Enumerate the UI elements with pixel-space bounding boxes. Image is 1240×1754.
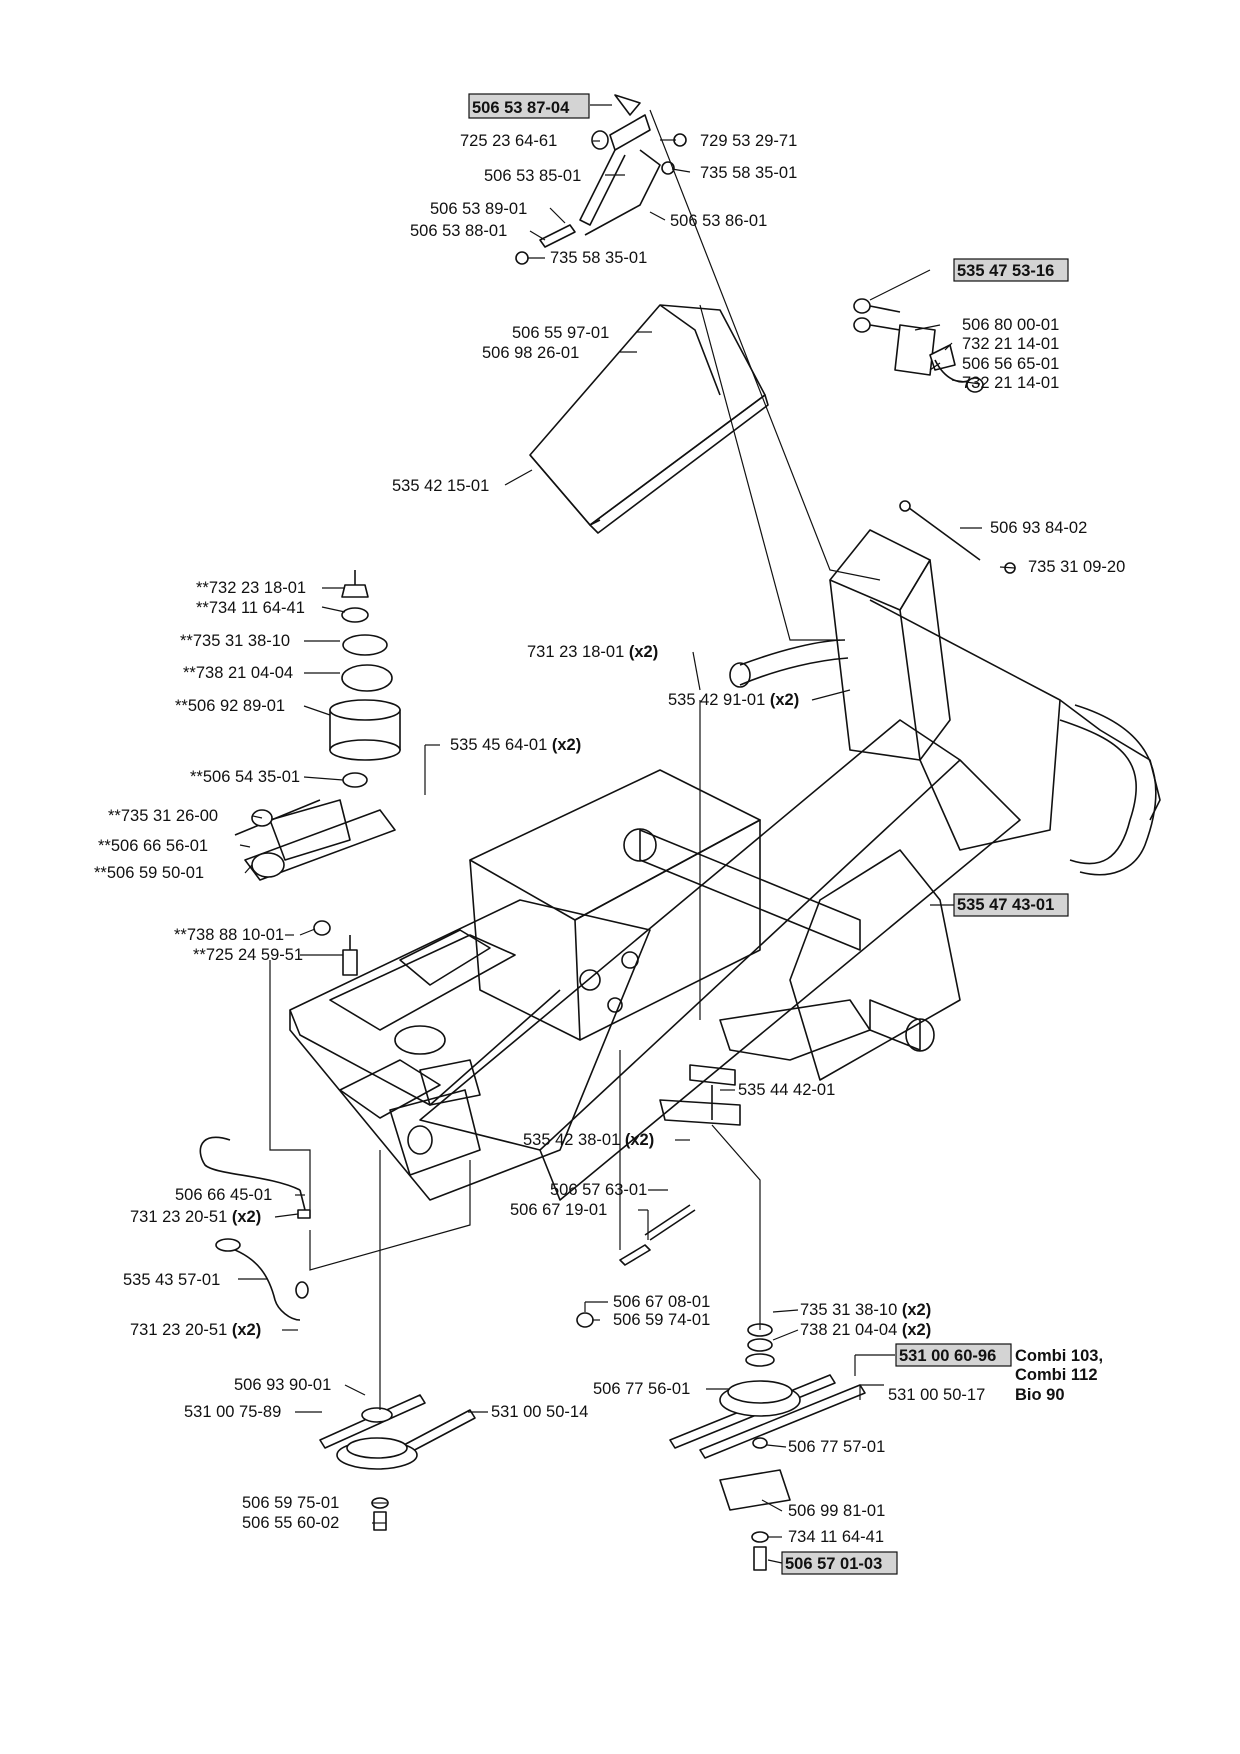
- label-531-00-50-14: 531 00 50-14: [491, 1403, 588, 1421]
- label-535-42-38-01: 535 42 38-01 (x2): [523, 1131, 654, 1149]
- label-506-59-75-01: 506 59 75-01: [242, 1494, 339, 1512]
- label-738-21-04-04: **738 21 04-04: [183, 664, 293, 682]
- label-506-67-08-01: 506 67 08-01: [613, 1293, 710, 1311]
- label-combi-103: Combi 103,: [1015, 1347, 1103, 1365]
- label-729-53-29-71: 729 53 29-71: [700, 132, 797, 150]
- label-506-93-90-01: 506 93 90-01: [234, 1376, 331, 1394]
- pedal-linkage-assembly: [515, 94, 687, 265]
- label-506-66-56-01: **506 66 56-01: [98, 837, 208, 855]
- label-535-47-43-01: 535 47 43-01: [957, 896, 1054, 914]
- rod-506-93-84-02: [899, 500, 1016, 574]
- label-732-21-14-01-a: 732 21 14-01: [962, 335, 1059, 353]
- label-531-00-75-89: 531 00 75-89: [184, 1403, 281, 1421]
- label-731-23-18-01: 731 23 18-01 (x2): [527, 643, 658, 661]
- label-506-59-50-01: **506 59 50-01: [94, 864, 204, 882]
- label-735-31-38-10-b: 735 31 38-10 (x2): [800, 1301, 931, 1319]
- label-506-54-35-01: **506 54 35-01: [190, 768, 300, 786]
- label-506-80-00-01: 506 80 00-01: [962, 316, 1059, 334]
- part-number-labels: 506 53 87-04 725 23 64-61 729 53 29-71 5…: [94, 99, 1125, 1573]
- highlight-boxes: [468, 93, 1069, 1575]
- left-pulley-group: [319, 1394, 476, 1531]
- label-535-42-91-01: 535 42 91-01 (x2): [668, 691, 799, 709]
- label-735-31-26-00: **735 31 26-00: [108, 807, 218, 825]
- label-506-92-89-01: **506 92 89-01: [175, 697, 285, 715]
- label-506-53-86-01: 506 53 86-01: [670, 212, 767, 230]
- label-732-21-14-01-b: 732 21 14-01: [962, 374, 1059, 392]
- label-506-93-84-02: 506 93 84-02: [990, 519, 1087, 537]
- label-734-11-64-41: **734 11 64-41: [196, 599, 305, 617]
- label-506-66-45-01: 506 66 45-01: [175, 1186, 272, 1204]
- label-738-88-10-01: **738 88 10-01: [174, 926, 284, 944]
- label-734-11-64-41-b: 734 11 64-41: [788, 1528, 884, 1546]
- label-535-47-53-16: 535 47 53-16: [957, 262, 1054, 280]
- label-506-53-88-01: 506 53 88-01: [410, 222, 507, 240]
- main-frame-drawing: [289, 529, 1161, 1201]
- label-735-58-35-01-top: 735 58 35-01: [700, 164, 797, 182]
- label-731-23-20-51-b: 731 23 20-51 (x2): [130, 1321, 261, 1339]
- label-506-53-85-01: 506 53 85-01: [484, 167, 581, 185]
- label-735-31-09-20: 735 31 09-20: [1028, 558, 1125, 576]
- label-506-77-57-01: 506 77 57-01: [788, 1438, 885, 1456]
- label-combi-112: Combi 112: [1015, 1366, 1098, 1384]
- label-506-56-65-01: 506 56 65-01: [962, 355, 1059, 373]
- label-506-57-63-01: 506 57 63-01: [550, 1181, 647, 1199]
- label-506-57-01-03: 506 57 01-03: [785, 1555, 882, 1573]
- label-531-00-50-17: 531 00 50-17: [888, 1386, 985, 1404]
- label-506-77-56-01: 506 77 56-01: [593, 1380, 690, 1398]
- idler-arm-stack: [234, 570, 401, 976]
- leader-lines: [238, 104, 1016, 1564]
- label-738-21-04-04-b: 738 21 04-04 (x2): [800, 1321, 931, 1339]
- label-531-00-60-96: 531 00 60-96: [899, 1347, 996, 1365]
- label-506-67-19-01: 506 67 19-01: [510, 1201, 607, 1219]
- right-pulley-group: [669, 1323, 866, 1571]
- label-535-45-64-01: 535 45 64-01 (x2): [450, 736, 581, 754]
- label-735-58-35-01-bottom: 735 58 35-01: [550, 249, 647, 267]
- label-735-31-38-10: **735 31 38-10: [180, 632, 290, 650]
- label-535-43-57-01: 535 43 57-01: [123, 1271, 220, 1289]
- label-731-23-20-51-a: 731 23 20-51 (x2): [130, 1208, 261, 1226]
- upper-cover-plate: [529, 304, 769, 534]
- label-535-44-42-01: 535 44 42-01: [738, 1081, 835, 1099]
- label-506-55-60-02: 506 55 60-02: [242, 1514, 339, 1532]
- label-725-24-59-51: **725 24 59-51: [193, 946, 303, 964]
- label-732-23-18-01: **732 23 18-01: [196, 579, 306, 597]
- label-bio-90: Bio 90: [1015, 1386, 1065, 1404]
- label-506-99-81-01: 506 99 81-01: [788, 1502, 885, 1520]
- label-535-42-15-01: 535 42 15-01: [392, 477, 489, 495]
- label-725-23-64-61: 725 23 64-61: [460, 132, 557, 150]
- clutch-link-rods: [199, 1136, 311, 1321]
- label-506-53-89-01: 506 53 89-01: [430, 200, 527, 218]
- label-506-59-74-01: 506 59 74-01: [613, 1311, 710, 1329]
- label-506-55-97-01: 506 55 97-01: [512, 324, 609, 342]
- label-506-53-87-04: 506 53 87-04: [472, 99, 570, 117]
- label-506-98-26-01: 506 98 26-01: [482, 344, 579, 362]
